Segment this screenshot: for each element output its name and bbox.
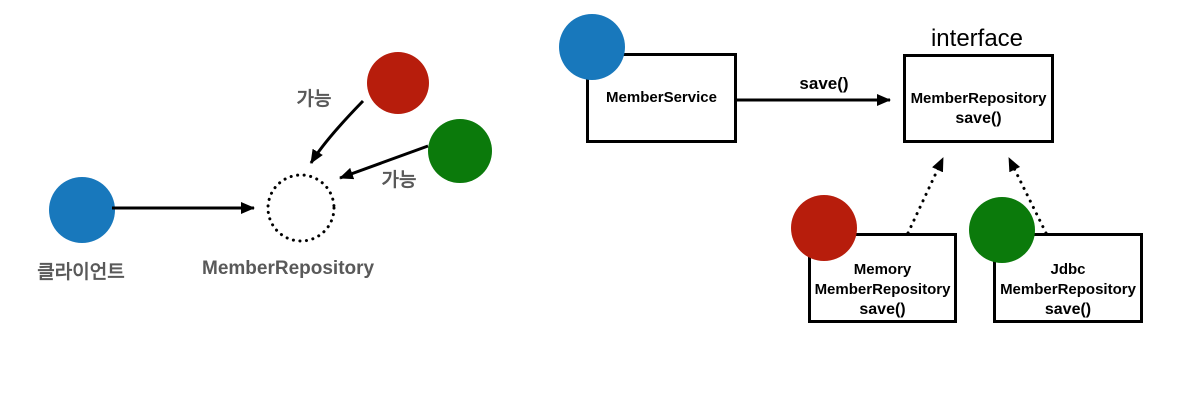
save-arrow-label: save()	[799, 74, 849, 93]
jdbc-implements-dotted-arrow	[1007, 156, 1048, 235]
member-service-title: MemberService	[606, 89, 717, 106]
member-repository-title: MemberRepository	[910, 90, 1047, 107]
impl-option-red-circle	[367, 52, 429, 114]
repository-label: MemberRepository	[202, 258, 375, 279]
member-repository-interface-box: MemberRepository save()	[903, 54, 1054, 143]
memory-repository-line2: MemberRepository	[814, 281, 951, 298]
member-service-box: MemberService	[586, 53, 737, 143]
jdbc-member-repository-box: Jdbc MemberRepository save()	[993, 233, 1143, 323]
jdbc-repository-line2: MemberRepository	[1000, 281, 1136, 298]
memory-repository-line1: Memory	[853, 261, 912, 278]
memory-implements-dotted-arrow	[906, 156, 945, 235]
memory-repository-method: save()	[859, 301, 906, 318]
abstract-repository-dotted-circle	[266, 173, 336, 243]
interface-caption: interface	[930, 25, 1024, 52]
jdbc-repository-method: save()	[1044, 301, 1092, 318]
jdbc-repository-line1: Jdbc	[1050, 261, 1086, 278]
memory-member-repository-box: Memory MemberRepository save()	[808, 233, 957, 323]
impl-option-green-circle	[428, 119, 492, 183]
possible-label-1: 가능	[296, 89, 332, 110]
member-repository-method: save()	[955, 110, 1002, 127]
client-circle	[49, 177, 115, 243]
client-label: 클라이언트	[37, 262, 125, 283]
possible-label-2: 가능	[381, 170, 417, 191]
